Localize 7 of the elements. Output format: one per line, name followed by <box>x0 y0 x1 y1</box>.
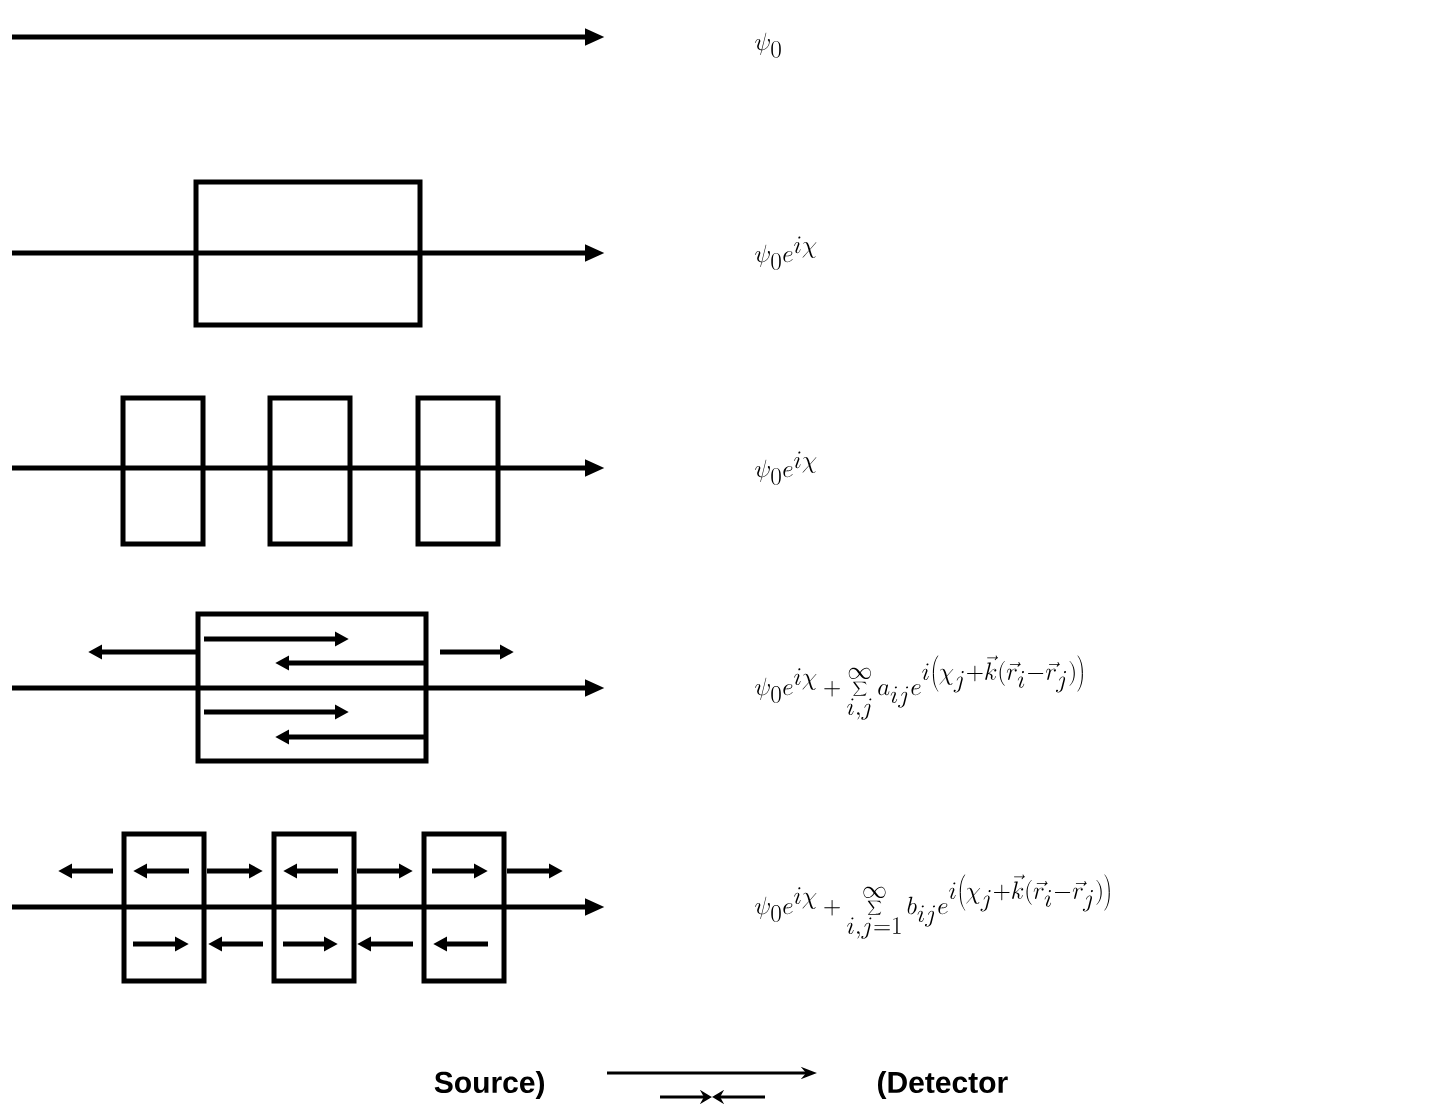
detector-label: (Detector <box>878 1071 1008 1099</box>
formula: $\psi_0 e^{i\chi} + \sum_{i,j=1}^{\infty} b_{ij} e^{i\left(\chi_j + \vec{k}(\vec{r}_i - \vec{r}_j)\right)}$ <box>755 874 1110 939</box>
source-label: Source) <box>434 1071 544 1099</box>
formula: $\psi_0 e^{i\chi}$ <box>755 236 817 270</box>
formula: $\psi_0$ <box>755 32 781 58</box>
formula: $\psi_0 e^{i\chi} + \sum_{i,j}^{\infty} a_{ij} e^{i\left(\chi_j + \vec{k}(\vec{r}_i - \vec{r}_j)\right)}$ <box>755 655 1083 720</box>
formula: $\psi_0 e^{i\chi}$ <box>755 451 817 485</box>
